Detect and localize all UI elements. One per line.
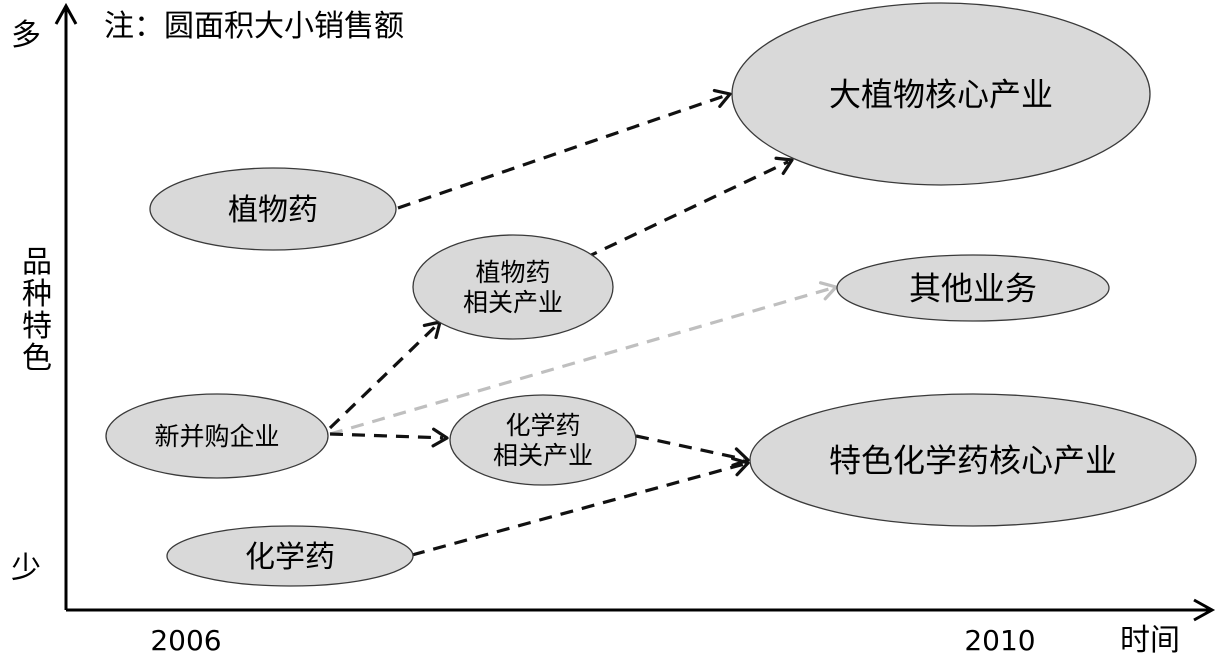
nodes-layer: 植物药化学药新并购企业植物药相关产业化学药相关产业大植物核心产业其他业务特色化学…	[105, 2, 1197, 587]
node-plant-medicine: 植物药	[149, 167, 397, 251]
node-ellipse	[731, 2, 1151, 186]
arrow-line	[411, 462, 745, 557]
node-other-business: 其他业务	[836, 254, 1110, 322]
note-text: 注：圆面积大小销售额	[104, 9, 404, 44]
y-axis-title-char: 种	[22, 277, 52, 312]
node-ellipse	[836, 254, 1110, 322]
arrow-line	[397, 93, 727, 210]
node-ellipse	[166, 525, 414, 587]
arrow-line	[584, 160, 790, 260]
arrowhead	[431, 427, 449, 448]
axes	[54, 2, 1216, 622]
node-label: 特色化学药核心产业	[829, 442, 1117, 480]
arrow-line	[328, 323, 439, 430]
node-ellipse	[449, 394, 637, 486]
arrow-chemical-medicine-to-special-chem-core	[411, 456, 750, 557]
node-ellipse	[105, 393, 329, 479]
y-axis-top-label: 多	[11, 18, 41, 53]
x-axis-title: 时间	[1120, 623, 1180, 658]
node-new-acquisition: 新并购企业	[105, 393, 329, 479]
node-ellipse	[149, 167, 397, 251]
y-axis-bottom-label: 少	[11, 551, 41, 586]
arrow-new-acquisition-to-chemical-related	[329, 427, 449, 448]
node-ellipse	[412, 234, 614, 340]
y-axis-arrowhead	[54, 2, 78, 25]
arrowhead	[731, 456, 750, 477]
arrow-new-acquisition-to-plant-related	[328, 320, 442, 430]
arrows-layer	[328, 88, 838, 557]
node-label: 大植物核心产业	[829, 76, 1053, 114]
y-axis-title-char: 色	[22, 341, 52, 376]
node-label: 新并购企业	[154, 422, 279, 451]
arrow-chemical-related-to-special-chem-core	[635, 434, 750, 467]
x-axis-arrowhead	[1193, 598, 1216, 622]
arrowhead	[712, 88, 732, 108]
arrow-new-acquisition-to-other-business	[329, 281, 838, 436]
arrowhead	[818, 281, 838, 301]
node-big-plant-core: 大植物核心产业	[731, 2, 1151, 186]
node-label: 化学药	[245, 540, 335, 575]
arrow-line	[635, 434, 745, 461]
arrowhead	[774, 156, 794, 175]
arrow-line	[329, 432, 444, 440]
node-label: 化学药	[505, 411, 580, 440]
y-axis-title-char: 品	[22, 245, 52, 280]
y-axis-title-char: 特	[22, 309, 52, 344]
node-label: 其他业务	[909, 270, 1037, 308]
node-label: 相关产业	[493, 441, 593, 470]
node-ellipse	[749, 393, 1197, 527]
node-label: 相关产业	[463, 288, 563, 317]
arrow-plant-medicine-to-big-plant-core	[397, 88, 732, 210]
node-label: 植物药	[475, 258, 550, 287]
arrowhead	[731, 447, 750, 467]
node-special-chem-core: 特色化学药核心产业	[749, 393, 1197, 527]
y-axis-title: 品 种 特 色	[22, 245, 52, 376]
x-axis-start-label: 2006	[150, 624, 221, 657]
arrow-plant-related-to-big-plant-core	[584, 156, 794, 260]
node-chemical-medicine: 化学药	[166, 525, 414, 587]
x-axis-end-label: 2010	[964, 624, 1035, 657]
node-label: 植物药	[228, 193, 318, 228]
